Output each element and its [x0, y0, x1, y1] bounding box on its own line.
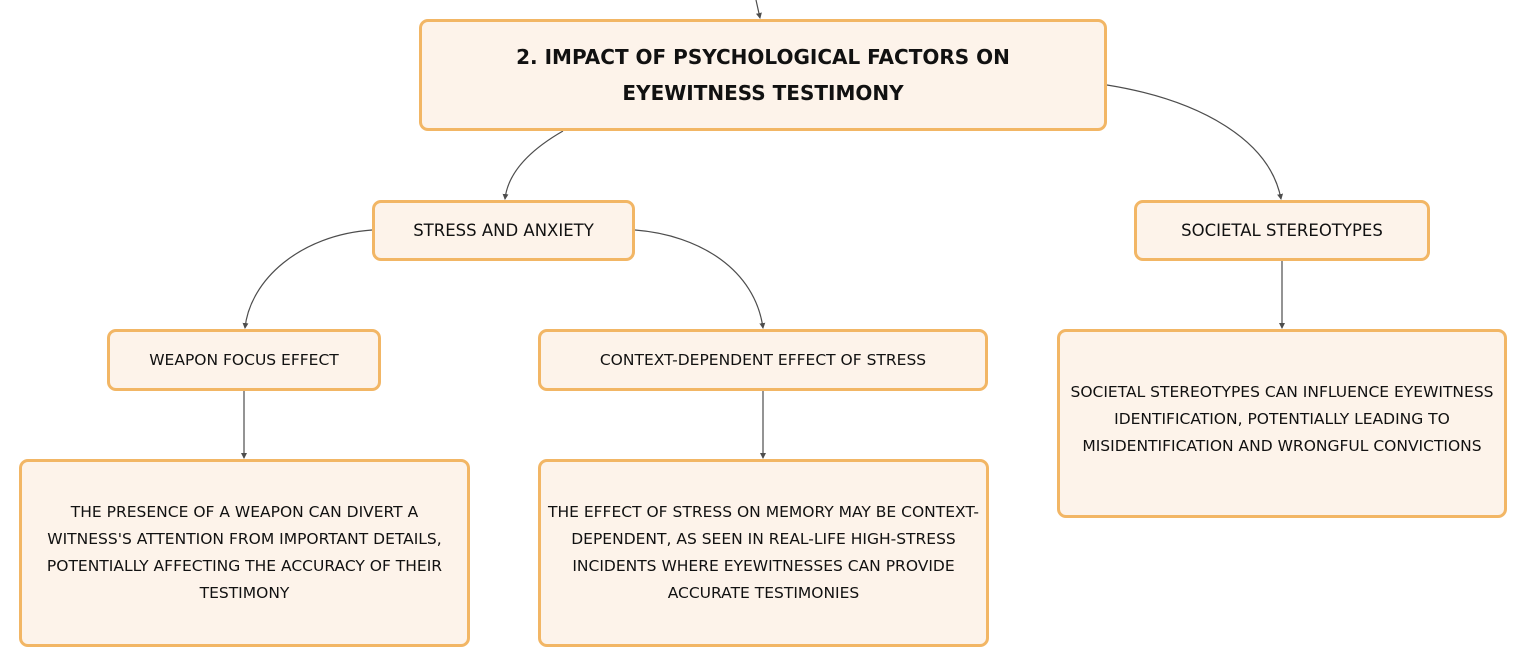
context-dependent-detail-text: THE EFFECT OF STRESS ON MEMORY MAY BE CO… [547, 503, 980, 602]
connector-stress-to-weapon [242, 229, 373, 329]
weapon-focus-effect-label: WEAPON FOCUS EFFECT [149, 350, 339, 369]
connector-incoming-root [755, 0, 762, 19]
weapon-focus-detail-text: THE PRESENCE OF A WEAPON CAN DIVERT A WI… [46, 503, 443, 602]
root-topic-title: 2. IMPACT OF PSYCHOLOGICAL FACTORS ON EY… [516, 45, 1010, 105]
context-dependent-detail-node[interactable]: THE EFFECT OF STRESS ON MEMORY MAY BE CO… [538, 459, 989, 647]
societal-stereotypes-detail-text: SOCIETAL STEREOTYPES CAN INFLUENCE EYEWI… [1070, 383, 1494, 455]
societal-stereotypes-node[interactable]: SOCIETAL STEREOTYPES [1134, 200, 1430, 261]
root-topic-node[interactable]: 2. IMPACT OF PSYCHOLOGICAL FACTORS ON EY… [419, 19, 1107, 131]
weapon-focus-effect-node[interactable]: WEAPON FOCUS EFFECT [107, 329, 381, 391]
stress-and-anxiety-node[interactable]: STRESS AND ANXIETY [372, 200, 635, 261]
societal-stereotypes-detail-node[interactable]: SOCIETAL STEREOTYPES CAN INFLUENCE EYEWI… [1057, 329, 1507, 518]
context-dependent-effect-label: CONTEXT-DEPENDENT EFFECT OF STRESS [599, 350, 927, 369]
societal-stereotypes-label: SOCIETAL STEREOTYPES [1181, 220, 1383, 240]
weapon-focus-detail-node[interactable]: THE PRESENCE OF A WEAPON CAN DIVERT A WI… [19, 459, 470, 647]
stress-and-anxiety-label: STRESS AND ANXIETY [413, 220, 594, 240]
connector-stress-to-context [634, 229, 766, 329]
connector-root-to-stress [502, 130, 564, 200]
connector-root-to-societal [1106, 84, 1284, 200]
context-dependent-effect-node[interactable]: CONTEXT-DEPENDENT EFFECT OF STRESS [538, 329, 988, 391]
